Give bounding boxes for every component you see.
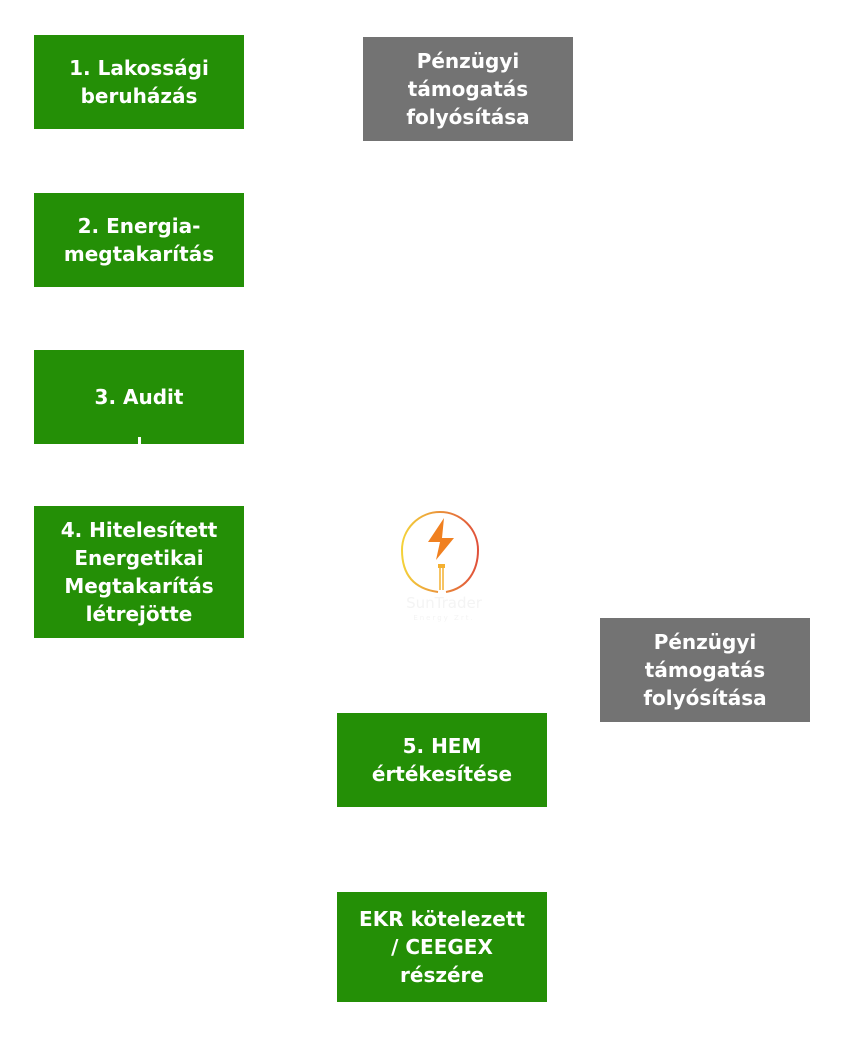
step-4-box: 4. Hitelesített Energetikai Megtakarítás… [34,506,244,638]
ekr-ceegex-box: EKR kötelezett / CEEGEX részére [337,892,547,1002]
step-3-box: 3. Audit [34,350,244,444]
lightning-plug-icon [400,511,480,593]
connector-stub [138,437,141,444]
logo-sub: Energy Zrt. [413,614,475,622]
step-2-box: 2. Energia- megtakarítás [34,193,244,287]
payment-box-2: Pénzügyi támogatás folyósítása [600,618,810,722]
suntrader-logo: SunTrader Energy Zrt. [398,508,490,626]
payment-box-1: Pénzügyi támogatás folyósítása [363,37,573,141]
step-5-box: 5. HEM értékesítése [337,713,547,807]
logo-name: SunTrader [406,594,482,612]
step-1-box: 1. Lakossági beruházás [34,35,244,129]
